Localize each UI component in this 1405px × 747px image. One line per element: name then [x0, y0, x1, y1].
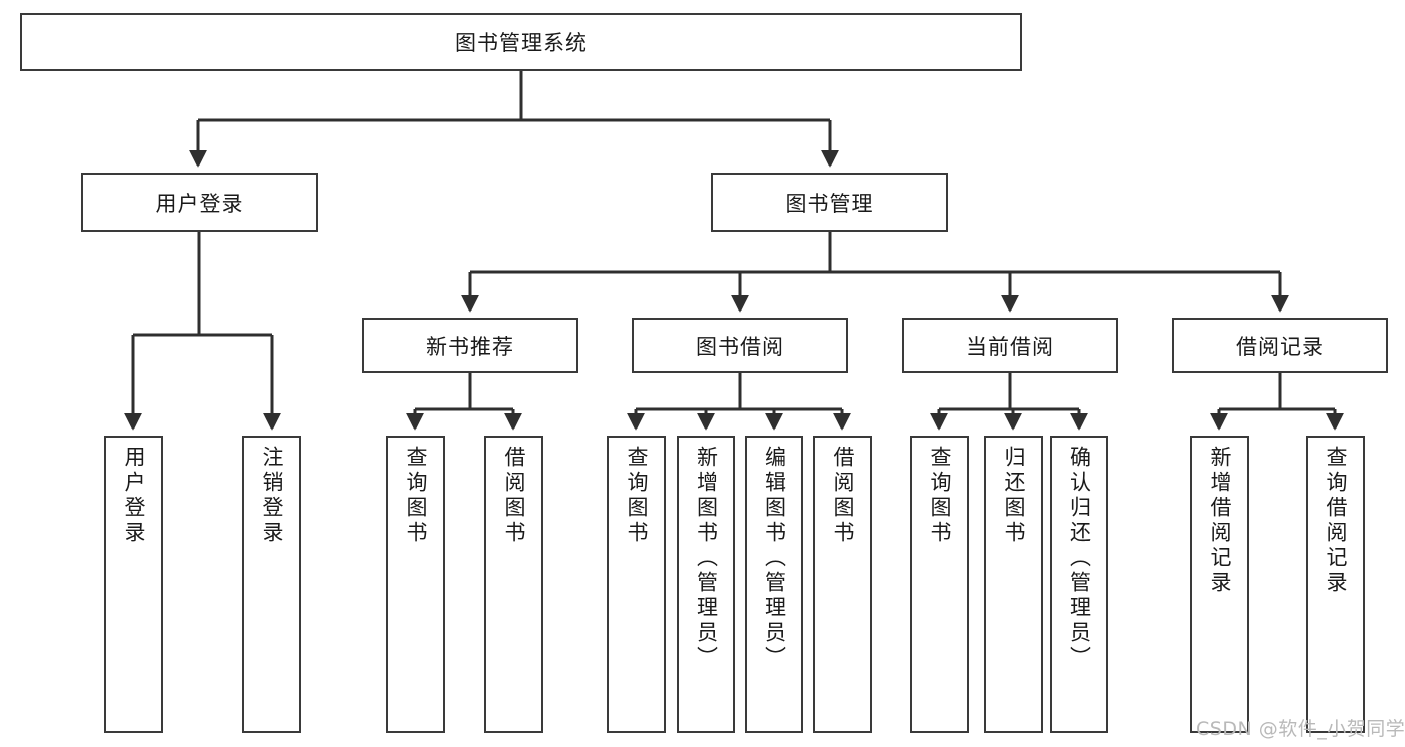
node-book-management-label: 图书管理	[785, 191, 874, 216]
leaf-current-query-book-label: 查询图书	[928, 446, 952, 546]
node-user-login[interactable]: 用户登录	[81, 173, 318, 232]
leaf-user-logout[interactable]: 注销登录	[242, 436, 301, 733]
leaf-newbook-borrow-book-label: 借阅图书	[502, 446, 526, 546]
leaf-newbook-borrow-book[interactable]: 借阅图书	[484, 436, 543, 733]
node-book-borrow-label: 图书借阅	[696, 334, 784, 359]
leaf-user-logout-label: 注销登录	[260, 446, 284, 546]
node-current-borrow[interactable]: 当前借阅	[902, 318, 1118, 373]
node-new-book-recommend[interactable]: 新书推荐	[362, 318, 578, 373]
leaf-record-add[interactable]: 新增借阅记录	[1190, 436, 1249, 733]
leaf-current-confirm-return-admin[interactable]: 确认归还（管理员）	[1050, 436, 1108, 733]
leaf-newbook-query-book-label: 查询图书	[404, 446, 428, 546]
leaf-user-login-label: 用户登录	[122, 446, 146, 546]
node-book-management[interactable]: 图书管理	[711, 173, 948, 232]
leaf-record-query[interactable]: 查询借阅记录	[1306, 436, 1365, 733]
leaf-borrow-add-book-admin-label: 新增图书（管理员）	[694, 446, 719, 671]
leaf-current-return-book-label: 归还图书	[1002, 446, 1026, 546]
leaf-record-query-label: 查询借阅记录	[1324, 446, 1348, 596]
node-borrow-record[interactable]: 借阅记录	[1172, 318, 1388, 373]
leaf-borrow-query-book[interactable]: 查询图书	[607, 436, 666, 733]
leaf-user-login[interactable]: 用户登录	[104, 436, 163, 733]
node-current-borrow-label: 当前借阅	[966, 334, 1054, 359]
leaf-newbook-query-book[interactable]: 查询图书	[386, 436, 445, 733]
csdn-watermark: CSDN @软件_小贺同学	[1196, 718, 1405, 740]
node-user-login-label: 用户登录	[155, 191, 244, 216]
leaf-borrow-edit-book-admin-label: 编辑图书（管理员）	[762, 446, 787, 671]
node-root-label: 图书管理系统	[455, 31, 587, 55]
node-book-borrow[interactable]: 图书借阅	[632, 318, 848, 373]
node-root[interactable]: 图书管理系统	[20, 13, 1022, 71]
node-borrow-record-label: 借阅记录	[1236, 334, 1324, 359]
leaf-borrow-add-book-admin[interactable]: 新增图书（管理员）	[677, 436, 735, 733]
node-new-book-recommend-label: 新书推荐	[426, 334, 514, 359]
leaf-borrow-edit-book-admin[interactable]: 编辑图书（管理员）	[745, 436, 803, 733]
leaf-current-query-book[interactable]: 查询图书	[910, 436, 969, 733]
leaf-borrow-borrow-book-label: 借阅图书	[831, 446, 855, 546]
leaf-borrow-borrow-book[interactable]: 借阅图书	[813, 436, 872, 733]
leaf-borrow-query-book-label: 查询图书	[625, 446, 649, 546]
leaf-current-confirm-return-admin-label: 确认归还（管理员）	[1067, 446, 1092, 671]
leaf-current-return-book[interactable]: 归还图书	[984, 436, 1043, 733]
leaf-record-add-label: 新增借阅记录	[1208, 446, 1232, 596]
